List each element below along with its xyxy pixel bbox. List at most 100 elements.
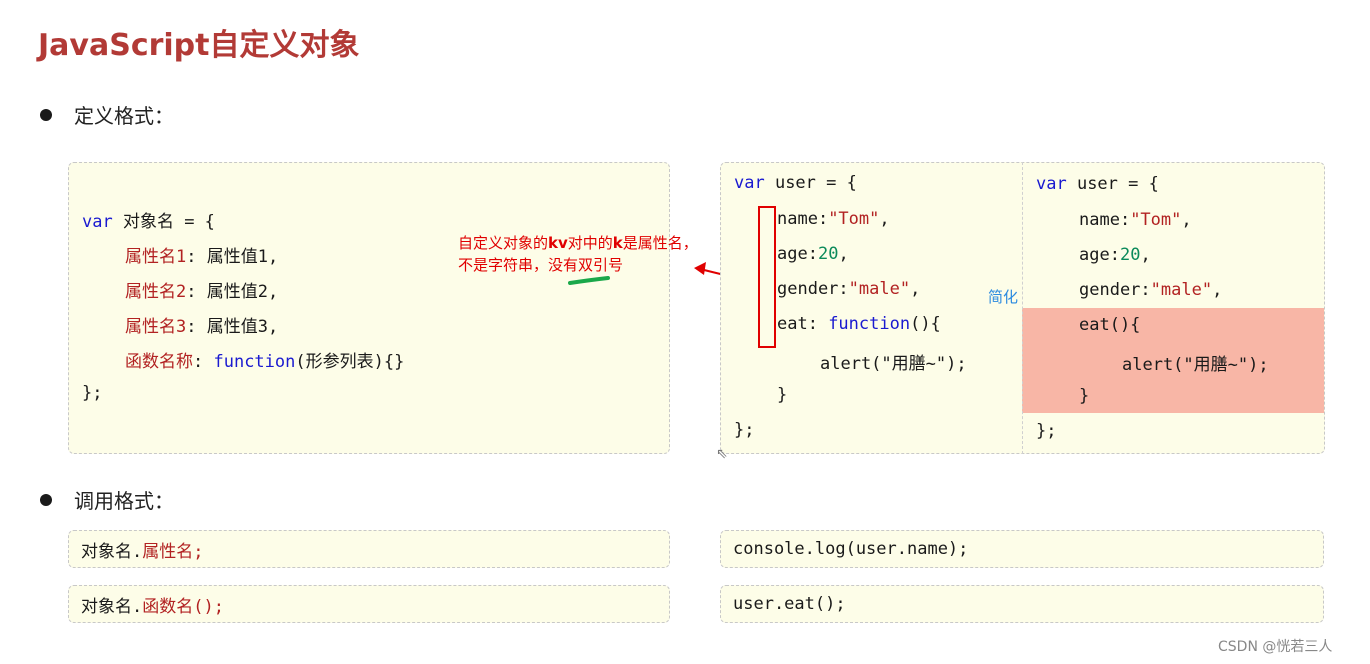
annotation-note: 自定义对象的kv对中的k是属性名， 不是字符串，没有双引号 — [458, 232, 698, 276]
code-line: var user = { — [734, 173, 857, 193]
section-define-label: 定义格式： — [74, 104, 174, 128]
code-text: alert( — [820, 354, 882, 374]
simplify-label: 简化 — [988, 288, 1019, 306]
code-string: "用膳~" — [1183, 355, 1249, 375]
code-string: "Tom" — [828, 209, 880, 229]
code-text: } — [777, 385, 788, 405]
code-string: "用膳~" — [881, 354, 947, 374]
code-line: 函数名称: function(形参列表){} — [125, 347, 404, 372]
call-property-example-box: console.log(user.name); — [720, 530, 1324, 568]
code-key: eat: — [777, 314, 829, 334]
code-text: : 属性值3, — [186, 317, 279, 337]
code-line: gender:"male", — [777, 279, 920, 299]
code-line: eat(){ — [1079, 315, 1140, 335]
code-text: ); — [1248, 355, 1269, 375]
code-text: eat(){ — [1079, 315, 1141, 335]
code-string: "male" — [848, 279, 911, 299]
keys-red-box — [758, 206, 776, 348]
note-bold-k: k — [612, 234, 623, 252]
code-text: }; — [1036, 421, 1057, 441]
code-text: ); — [946, 354, 967, 374]
code-key: gender: — [1079, 280, 1151, 300]
note-text: 是属性名， — [622, 234, 698, 252]
code-line: }; — [82, 383, 102, 403]
note-bold-kv: kv — [548, 234, 568, 252]
code-text: (){ — [910, 314, 941, 334]
keyword-function: function — [828, 314, 911, 334]
code-string: "male" — [1150, 280, 1213, 300]
func-name: 函数名称 — [125, 352, 193, 372]
code-key: age: — [1079, 245, 1120, 265]
code-string: "Tom" — [1130, 210, 1182, 230]
annotation-line-1: 自定义对象的kv对中的k是属性名， — [458, 232, 698, 254]
code-line: } — [777, 385, 787, 405]
code-text: console.log(user.name); — [733, 539, 969, 559]
call-function-example-box: user.eat(); — [720, 585, 1324, 623]
code-line: var 对象名 = { — [82, 207, 215, 232]
code-text: , — [910, 279, 921, 299]
func-name: 函数名(); — [142, 596, 224, 617]
mouse-cursor-icon: ⇖ — [716, 446, 728, 462]
code-number: 20 — [817, 244, 839, 264]
code-text: }; — [82, 383, 103, 403]
bullet-define: 定义格式： — [40, 100, 174, 129]
prop-name: 属性名2 — [125, 282, 187, 302]
code-text: : 属性值1, — [186, 247, 279, 267]
code-line: age:20, — [1079, 245, 1151, 265]
code-text: , — [1181, 210, 1192, 230]
code-text: }; — [734, 420, 755, 440]
code-text: , — [1212, 280, 1223, 300]
define-format-box: var 对象名 = { 属性名1: 属性值1, 属性名2: 属性值2, 属性名3… — [68, 162, 670, 454]
code-line: eat: function(){ — [777, 314, 941, 334]
example-divider — [1022, 162, 1024, 454]
code-line: 属性名3: 属性值3, — [125, 312, 278, 337]
code-text: : — [193, 352, 214, 372]
code-line: name:"Tom", — [1079, 210, 1192, 230]
bullet-dot-icon — [40, 493, 52, 506]
code-line: alert("用膳~"); — [820, 349, 967, 374]
code-line: gender:"male", — [1079, 280, 1222, 300]
code-line: } — [1079, 386, 1089, 406]
code-text: : 属性值2, — [186, 282, 279, 302]
prop-name: 属性名; — [142, 541, 204, 562]
code-text: alert( — [1122, 355, 1184, 375]
code-text: user = { — [1066, 174, 1159, 194]
keyword-function: function — [213, 352, 296, 372]
simplified-highlight — [1022, 308, 1324, 413]
note-text: 对中的 — [567, 234, 613, 252]
code-line: alert("用膳~"); — [1122, 350, 1269, 375]
section-call-label: 调用格式： — [74, 489, 174, 513]
red-arrow-head-icon — [694, 262, 706, 275]
code-text: 对象名 = { — [112, 212, 215, 232]
code-key: age: — [777, 244, 818, 264]
code-line: }; — [1036, 421, 1056, 441]
bullet-call: 调用格式： — [40, 485, 174, 514]
watermark: CSDN @恍若三人 — [1218, 639, 1333, 655]
code-line: }; — [734, 420, 754, 440]
code-key: name: — [1079, 210, 1131, 230]
keyword-var: var — [82, 212, 113, 232]
prop-name: 属性名3 — [125, 317, 187, 337]
code-text: , — [1140, 245, 1151, 265]
code-text: 对象名. — [81, 541, 143, 562]
code-key: name: — [777, 209, 829, 229]
code-text: (形参列表){} — [295, 352, 405, 372]
code-line: 属性名2: 属性值2, — [125, 277, 278, 302]
code-line: var user = { — [1036, 174, 1159, 194]
call-function-box: 对象名.函数名(); — [68, 585, 670, 623]
annotation-line-2: 不是字符串，没有双引号 — [458, 256, 624, 274]
prop-name: 属性名1 — [125, 247, 187, 267]
call-property-box: 对象名.属性名; — [68, 530, 670, 568]
example-left-code: var user = { name:"Tom", age:20, gender:… — [0, 0, 1370, 440]
code-line: age:20, — [777, 244, 849, 264]
code-number: 20 — [1119, 245, 1141, 265]
code-text: } — [1079, 386, 1090, 406]
code-text: , — [879, 209, 890, 229]
keyword-var: var — [1036, 174, 1067, 194]
code-line: 属性名1: 属性值1, — [125, 242, 278, 267]
code-text: 对象名. — [81, 596, 143, 617]
example-right-code: var user = { name:"Tom", age:20, gender:… — [0, 174, 1370, 441]
page-title: JavaScript自定义对象 — [38, 28, 360, 63]
code-line: name:"Tom", — [777, 209, 890, 229]
keyword-var: var — [734, 173, 765, 193]
